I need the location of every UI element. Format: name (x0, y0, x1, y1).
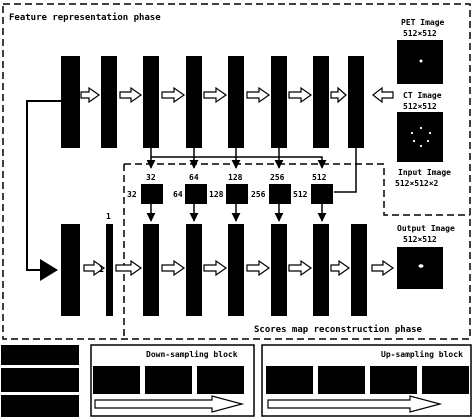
small-block (185, 184, 207, 204)
skip-label: 32 (146, 173, 156, 182)
right-hollow-arrow (83, 259, 106, 277)
encoder-block (228, 56, 244, 148)
input-image-size: 512×512×2 (395, 179, 439, 188)
feature-phase-boundary (2, 3, 471, 340)
scores-phase-title: Scores map reconstruction phase (254, 324, 423, 335)
left-hollow-arrow (246, 86, 271, 104)
output-image-panel: Output Image 512×512 (397, 224, 455, 289)
scores-phase-boundary (124, 163, 470, 216)
small-block (269, 184, 291, 204)
encoder-block (61, 56, 80, 148)
left-hollow-arrow (80, 86, 101, 104)
side-label: 32 (127, 190, 137, 199)
skip-label: 256 (270, 173, 285, 182)
side-label: 256 (251, 190, 266, 199)
side-label: 64 (173, 190, 183, 199)
skip-label: 512 (312, 173, 327, 182)
left-hollow-arrow (203, 86, 228, 104)
one-label-top: 1 (106, 212, 111, 221)
input-image-title: Input Image (398, 168, 451, 177)
ct-image-size: 512×512 (403, 102, 437, 111)
ct-image-panel: CT Image 512×512 (397, 91, 443, 162)
left-hollow-arrow (330, 86, 347, 104)
input-image-label: Input Image 512×512×2 (395, 168, 451, 188)
right-hollow-arrow (161, 259, 186, 277)
skip-connections (146, 148, 357, 193)
encoder-blocks (61, 56, 364, 148)
encoder-decoder-connector (26, 100, 61, 281)
decoder-block (313, 224, 329, 316)
decoder-arrows (83, 259, 395, 277)
ct-image-title: CT Image (403, 91, 442, 100)
legend-stack (1, 345, 79, 417)
down-sampling-legend: Down-sampling block (90, 344, 255, 417)
pet-image-title: PET Image (401, 18, 445, 27)
side-channel-labels: 32 64 128 256 512 (127, 190, 308, 199)
left-hollow-arrow (288, 86, 313, 104)
right-hollow-arrow (330, 259, 351, 277)
small-block (141, 184, 163, 204)
decoder-down-arrows (146, 204, 327, 222)
up-sampling-legend: Up-sampling block (261, 344, 472, 417)
decoder-block (228, 224, 244, 316)
decoder-block (143, 224, 159, 316)
decoder-block (186, 224, 202, 316)
right-hollow-arrow (246, 259, 271, 277)
left-hollow-arrow (372, 86, 394, 104)
output-image (397, 247, 443, 289)
decoder-block (61, 224, 80, 316)
encoder-arrows (80, 86, 394, 104)
ct-image (397, 112, 443, 162)
encoder-block (186, 56, 202, 148)
encoder-block (101, 56, 117, 148)
down-sampling-title: Down-sampling block (146, 349, 238, 359)
feature-phase-title: Feature representation phase (9, 12, 161, 23)
output-image-title: Output Image (397, 224, 455, 233)
encoder-block (143, 56, 159, 148)
output-image-size: 512×512 (403, 235, 437, 244)
side-label: 512 (293, 190, 308, 199)
decoder-thin-block (106, 224, 113, 316)
right-hollow-arrow (203, 259, 228, 277)
left-hollow-arrow (119, 86, 143, 104)
small-feature-blocks (141, 184, 333, 204)
decoder-block (351, 224, 367, 316)
skip-label: 64 (189, 173, 199, 182)
small-block (226, 184, 248, 204)
right-hollow-arrow (371, 259, 395, 277)
encoder-block (271, 56, 287, 148)
right-hollow-arrow (115, 259, 143, 277)
decoder-block (271, 224, 287, 316)
left-hollow-arrow (161, 86, 186, 104)
skip-label: 128 (228, 173, 243, 182)
encoder-block (313, 56, 329, 148)
pet-image-panel: PET Image 512×512 (397, 18, 445, 84)
one-label-side: 1 (99, 265, 104, 274)
skip-channel-labels: 32 64 128 256 512 (146, 173, 327, 182)
decoder-blocks (61, 224, 367, 316)
side-label: 128 (209, 190, 224, 199)
encoder-block (348, 56, 364, 148)
small-block (311, 184, 333, 204)
pet-image-size: 512×512 (403, 29, 437, 38)
up-sampling-title: Up-sampling block (381, 349, 463, 359)
right-hollow-arrow (288, 259, 313, 277)
